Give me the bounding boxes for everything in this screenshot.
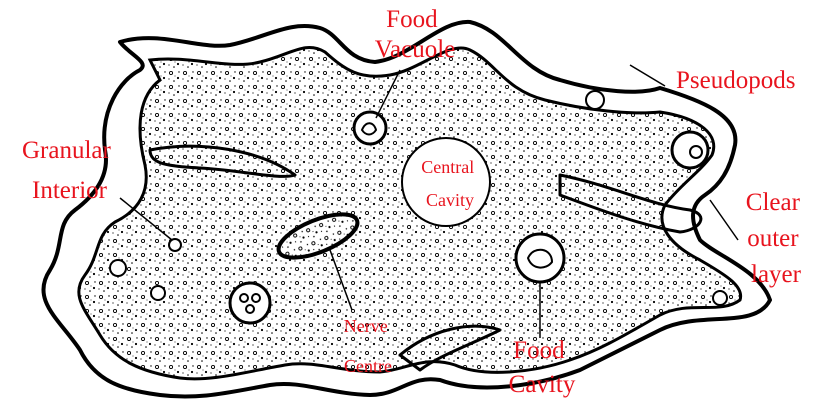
- small-vacuole: [110, 260, 126, 276]
- label-clear-outer-layer-line1: Clear: [746, 189, 801, 216]
- label-clear-outer-layer-line3: layer: [751, 261, 802, 288]
- food-cavity: [516, 234, 564, 282]
- leader-line-clear-outer-layer: [710, 200, 738, 240]
- label-clear-outer-layer: Clear outer layer: [746, 189, 806, 288]
- vacuole-cluster: [230, 283, 270, 323]
- label-granular-interior-line1: Granular: [22, 137, 112, 164]
- food-vacuole: [354, 112, 386, 144]
- label-clear-outer-layer-line2: outer: [747, 225, 799, 252]
- label-central-cavity-line2: Cavity: [426, 190, 474, 210]
- label-granular-interior-line2: Interior: [32, 177, 108, 204]
- label-nerve-centre-line2: Centre: [344, 356, 392, 376]
- small-vacuole: [151, 286, 165, 300]
- granular-interior-region: [79, 47, 741, 378]
- small-vacuole: [713, 291, 727, 305]
- leader-line-pseudopods: [630, 65, 665, 86]
- label-food-cavity-line2: Cavity: [509, 371, 576, 398]
- label-food-cavity-line1: Food: [513, 337, 565, 364]
- label-food-vacuole: Food Vacuole: [375, 6, 456, 63]
- label-nerve-centre-line1: Nerve: [344, 316, 388, 336]
- label-pseudopods: Pseudopods: [676, 67, 795, 94]
- label-food-vacuole-line1: Food: [386, 6, 438, 33]
- label-central-cavity-line1: Central: [421, 157, 474, 177]
- small-vacuole: [586, 91, 604, 109]
- label-food-vacuole-line2: Vacuole: [375, 36, 456, 63]
- small-vacuole: [169, 239, 181, 251]
- central-cavity: [402, 138, 490, 226]
